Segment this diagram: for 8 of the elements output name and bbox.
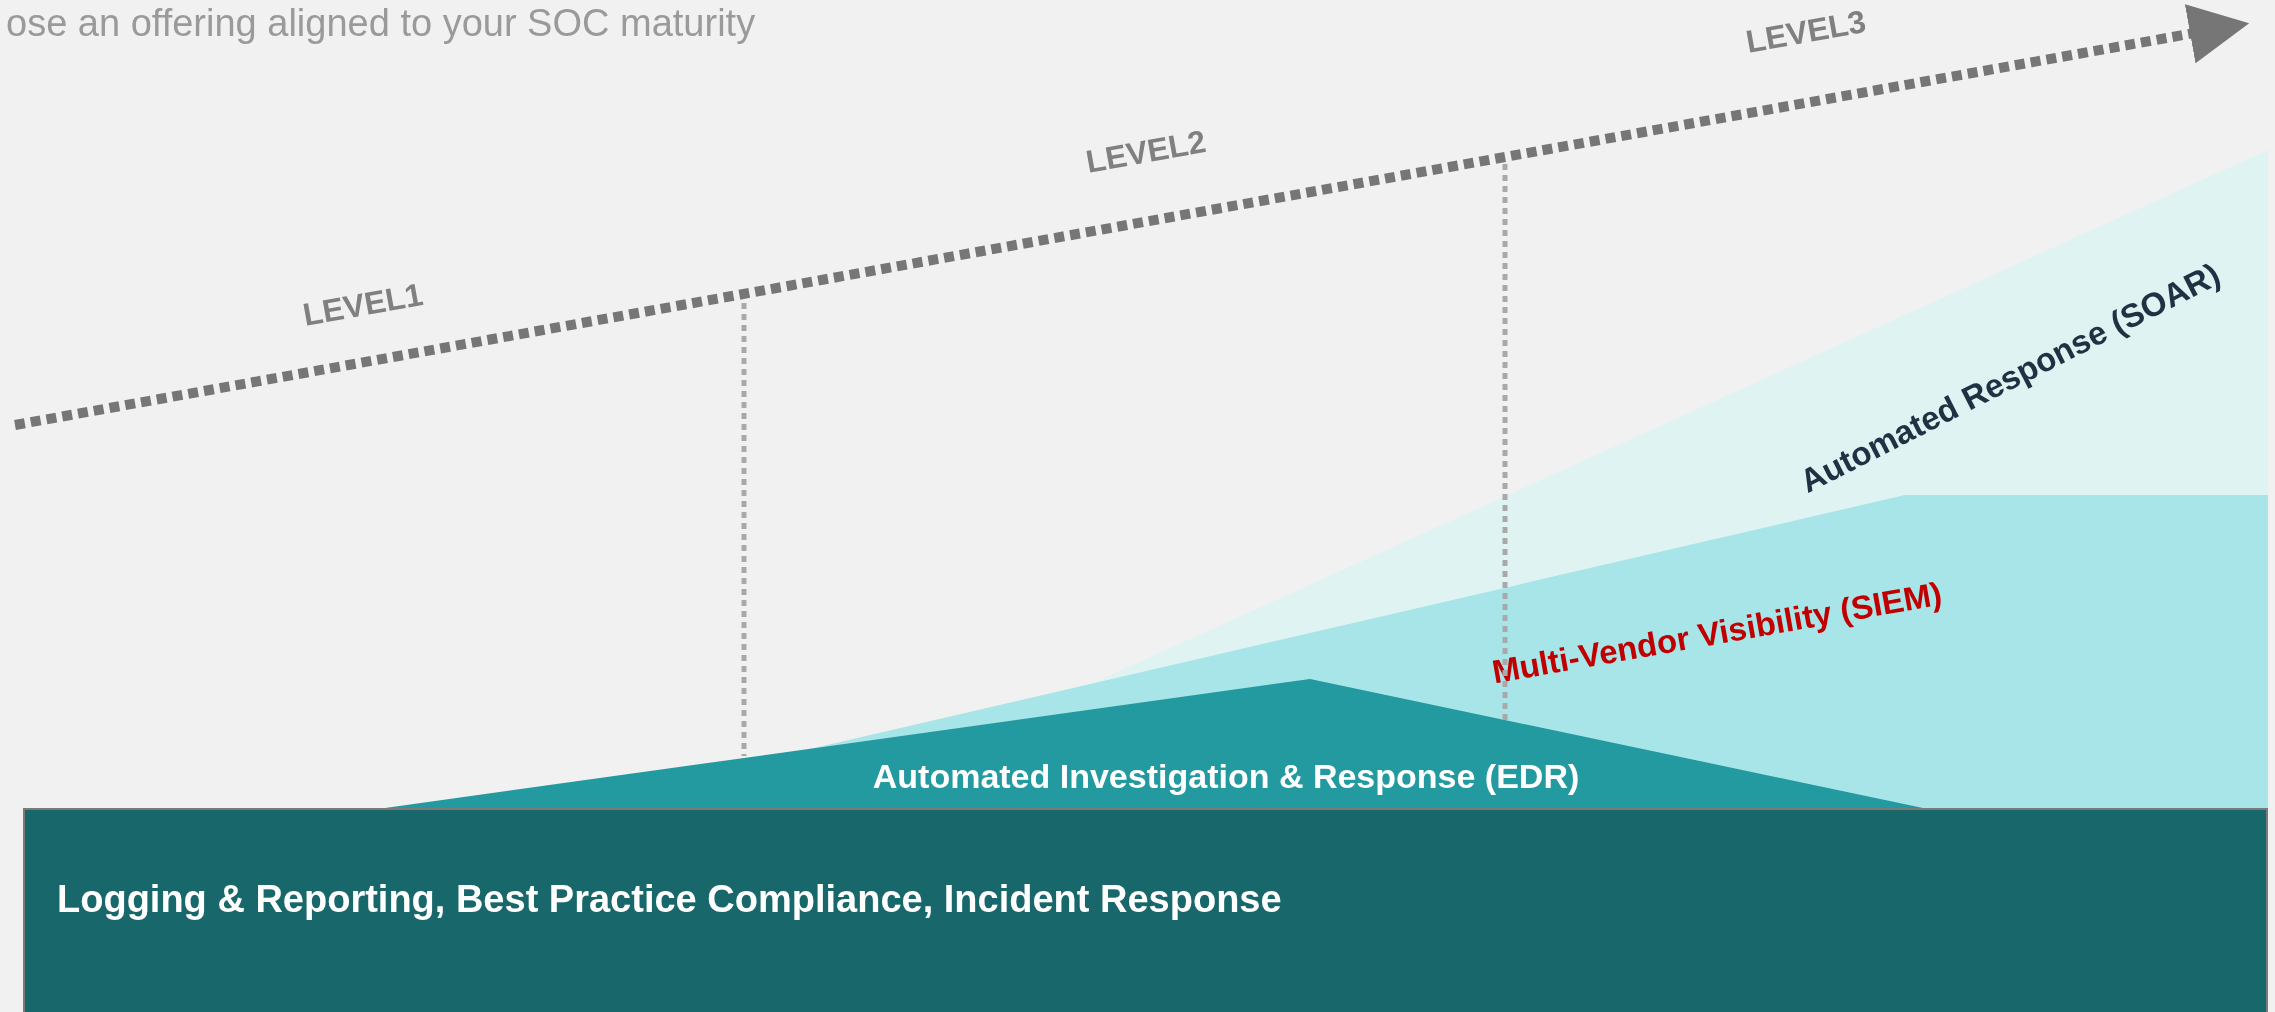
band-label: Automated Investigation & Response (EDR)	[872, 756, 1580, 796]
band-label: Logging & Reporting, Best Practice Compliance, Incident Response	[57, 878, 1282, 921]
band-label: Multi-Vendor Visibility (SIEM)	[1489, 574, 1945, 692]
level-label: LEVEL3	[1743, 3, 1869, 61]
base-band	[23, 808, 2268, 1012]
level-label: LEVEL2	[1083, 123, 1209, 181]
level-label: LEVEL1	[300, 276, 426, 334]
heading: ose an offering aligned to your SOC maturity	[6, 2, 756, 45]
